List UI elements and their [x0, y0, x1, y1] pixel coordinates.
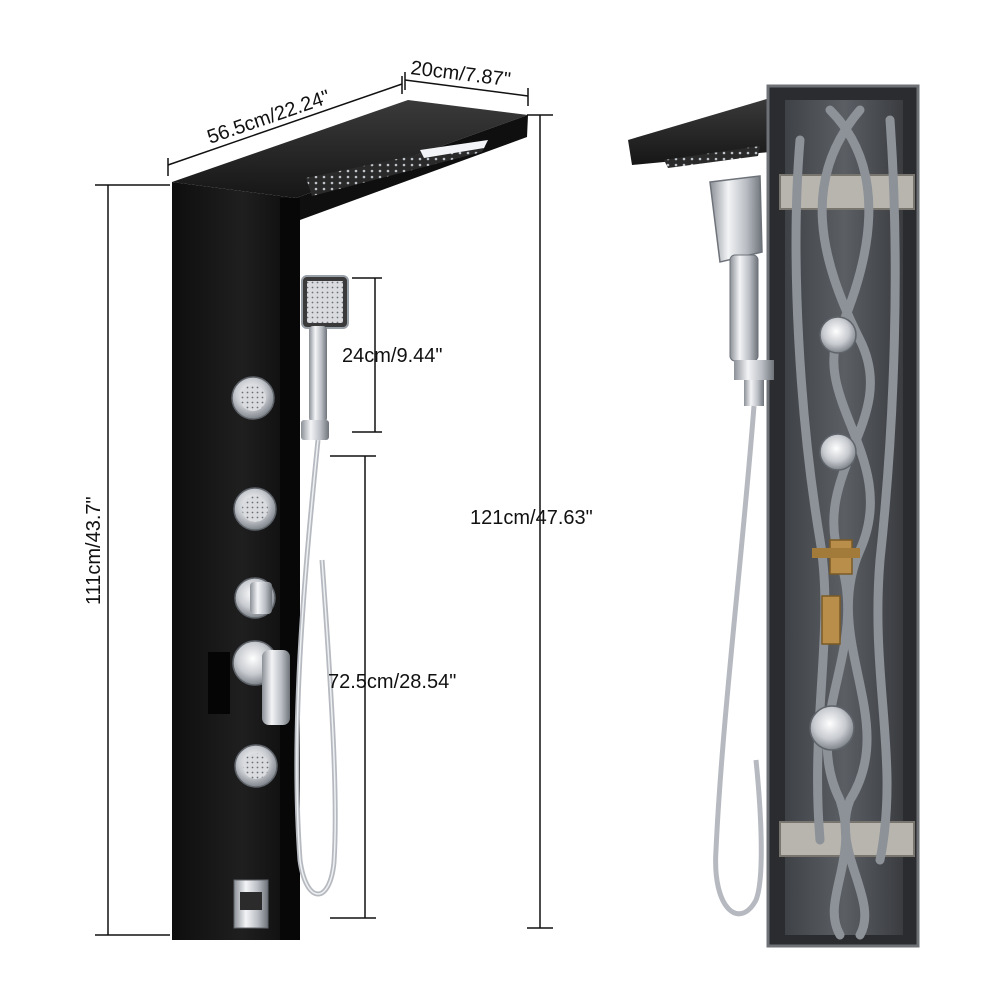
body-jet-1 [231, 376, 275, 420]
mixer-handle [208, 640, 290, 725]
interior-view-panel [628, 84, 920, 948]
panel-height-label: 111cm/43.7" [83, 496, 105, 605]
internal-hoses [791, 105, 900, 940]
hose-height-label: 72.5cm/28.54" [328, 671, 456, 693]
brass-valve [812, 539, 860, 645]
rain-head-light-strip [420, 140, 488, 158]
body-jet-3 [234, 744, 278, 788]
interior-rain-head [628, 98, 770, 165]
shower-hose-highlight [296, 439, 337, 895]
dimension-lines [95, 72, 553, 936]
hand-shower [301, 275, 349, 440]
rain-head-top-shelf [172, 100, 528, 198]
valve-body-1 [819, 316, 857, 354]
tub-spout [233, 879, 269, 929]
handheld-length-label: 24cm/9.44" [342, 345, 443, 367]
valve-body-3 [809, 705, 855, 751]
front-view-panel [172, 100, 528, 940]
valve-body-2 [819, 433, 857, 471]
body-jet-2 [233, 487, 277, 531]
diverter-knob [234, 577, 276, 619]
total-height-label: 121cm/47.63" [470, 507, 593, 529]
interior-rain-head-nozzles [664, 146, 760, 168]
interior-hand-shower [709, 175, 774, 406]
interior-shower-hose [713, 405, 764, 917]
depth-label: 20cm/7.87" [409, 57, 511, 91]
